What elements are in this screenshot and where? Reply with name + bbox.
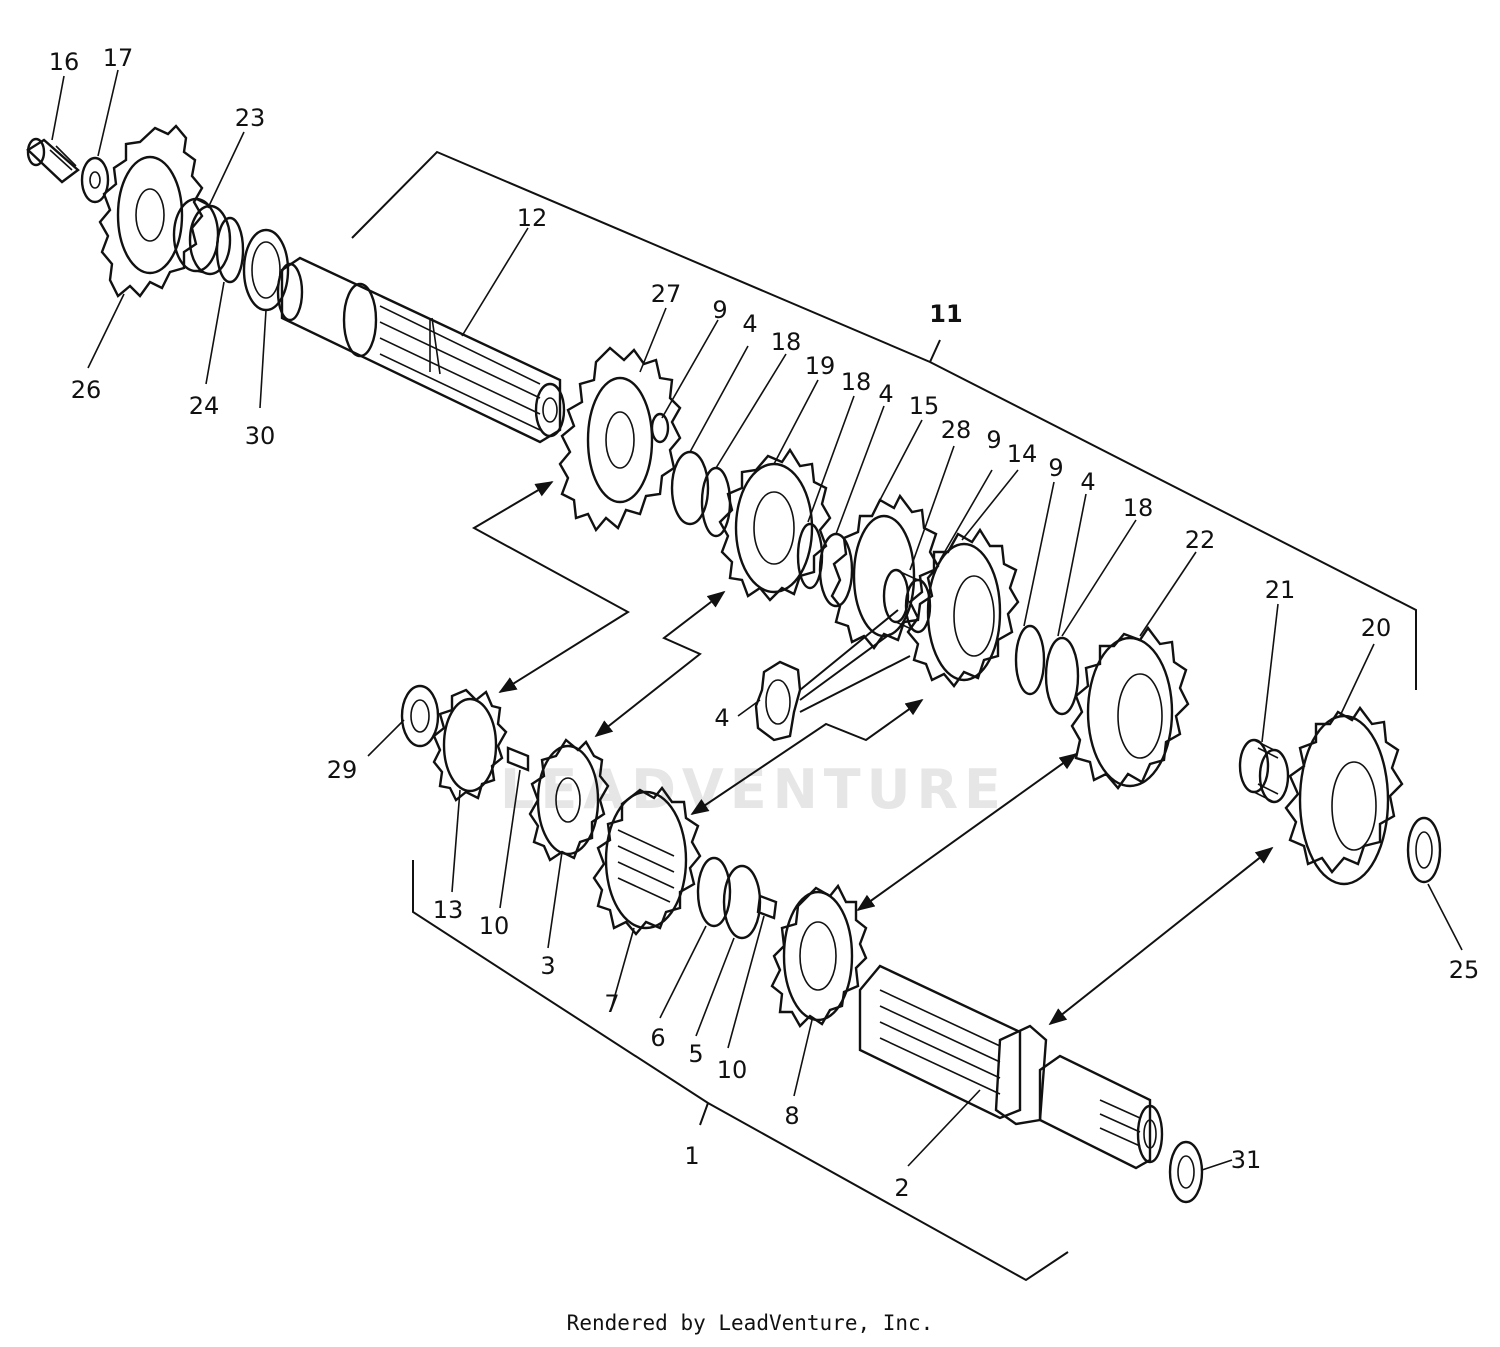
label-9-upper-b: 9 [986,426,1001,454]
bolt-part-16 [26,137,80,184]
watermark-text: LEADVENTURE [500,758,1007,821]
washer-part-18b [796,522,824,590]
washer-part-29 [400,684,440,748]
label-31: 31 [1231,1146,1262,1174]
circlip-part-10a [506,746,530,772]
label-10-lower-b: 10 [717,1056,748,1084]
gear-part-27 [558,346,682,533]
gear-part-7 [592,786,702,936]
mesh-arrow-22-8 [856,752,1078,912]
label-6: 6 [650,1024,665,1052]
mesh-arrow-27-13 [471,481,630,693]
credit-text: Rendered by LeadVenture, Inc. [567,1311,934,1335]
label-13: 13 [433,896,464,924]
circlip-part-4c [1044,636,1080,716]
label-15: 15 [909,392,940,420]
gear-part-14 [906,527,1020,688]
label-27: 27 [651,280,682,308]
label-3: 3 [540,952,555,980]
label-8: 8 [784,1102,799,1130]
mesh-arrow-20-2 [1048,846,1274,1026]
label-4-middle: 4 [714,704,729,732]
washer-part-9a [650,412,670,444]
label-22: 22 [1185,526,1216,554]
label-20: 20 [1361,614,1392,642]
gear-part-8 [770,883,868,1028]
label-25: 25 [1449,956,1480,984]
gear-part-13 [432,688,508,802]
washer-part-25 [1406,816,1442,884]
circlip-part-4d [754,660,802,742]
label-9-upper-a: 9 [712,296,727,324]
label-19: 19 [805,352,836,380]
bracket-1-tick [699,1102,709,1126]
label-7: 7 [604,990,619,1018]
label-30: 30 [245,422,276,450]
label-11: 11 [929,300,962,328]
washer-part-31 [1168,1140,1204,1204]
bushing-part-28 [882,568,932,634]
washer-part-17 [80,156,110,204]
label-24: 24 [189,392,220,420]
callout-labels: 16 17 23 26 24 30 12 11 27 9 4 18 19 18 … [49,44,1480,1202]
washer-part-9c [1014,624,1046,696]
label-4-upper-a: 4 [742,310,757,338]
countershaft-part-2 [858,964,1164,1170]
label-18-upper-b: 18 [841,368,872,396]
label-1: 1 [684,1142,699,1170]
label-9-upper-c: 9 [1048,454,1063,482]
label-16: 16 [49,48,80,76]
label-26: 26 [71,376,102,404]
washer-part-6 [696,856,732,928]
label-17: 17 [103,44,134,72]
label-28: 28 [941,416,972,444]
gear-part-20 [1284,705,1404,886]
label-23: 23 [235,104,266,132]
bracket-11-tick [929,339,941,363]
label-29: 29 [327,756,358,784]
gear-part-3 [528,738,610,862]
label-4-upper-b: 4 [878,380,893,408]
label-21: 21 [1265,576,1296,604]
label-18-upper-a: 18 [771,328,802,356]
main-shaft-part-12 [276,256,566,444]
label-5: 5 [688,1040,703,1068]
circlip-part-10b [756,894,778,920]
pointer-lines-4 [799,609,911,713]
label-10-lower-a: 10 [479,912,510,940]
leader-lines [51,69,1463,1171]
mesh-arrow-28-7 [690,698,924,816]
label-14: 14 [1007,440,1038,468]
gear-part-22 [1070,625,1190,790]
label-2: 2 [894,1174,909,1202]
gear-part-15 [830,493,940,650]
circlip-part-24 [215,216,245,284]
label-12: 12 [517,204,548,232]
sprocket-part-26 [98,124,204,298]
bracket-group-11 [351,150,1417,690]
needle-bearing-part-21 [1238,738,1290,804]
label-4-upper-c: 4 [1080,468,1095,496]
mesh-arrow-19-3 [594,590,726,738]
label-18-upper-c: 18 [1123,494,1154,522]
